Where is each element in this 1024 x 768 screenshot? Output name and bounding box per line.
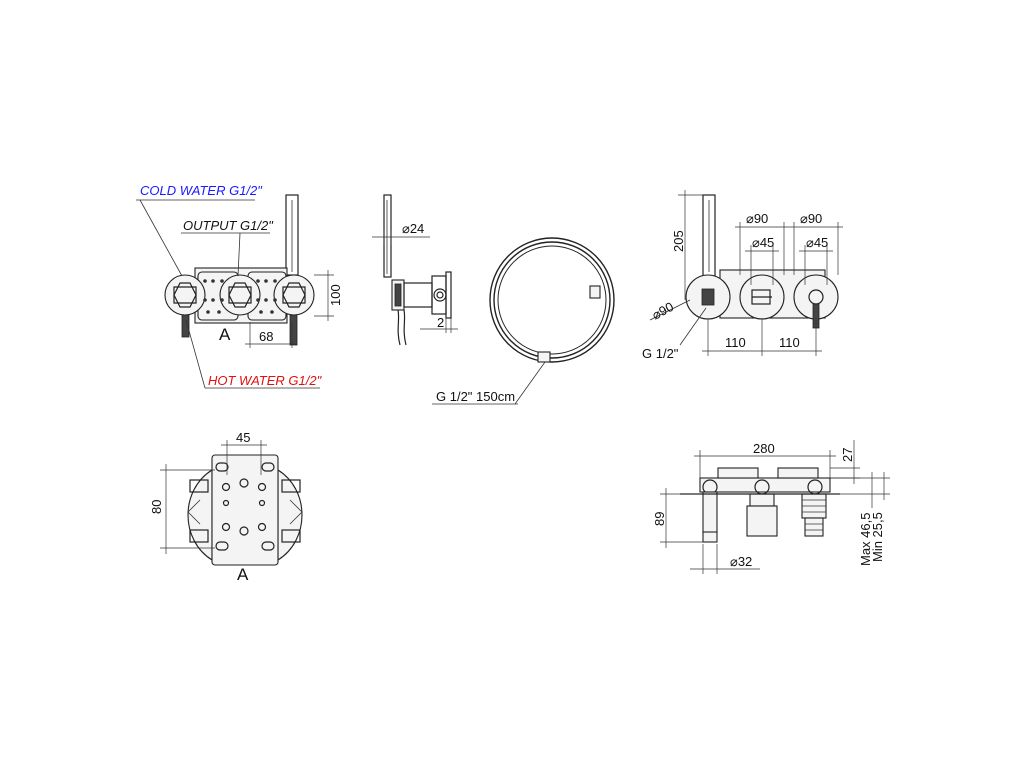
view-front-installation: 100 68 A COLD WATER G1/2" OUTPUT G1/2" H… (136, 183, 343, 389)
dim-handle2-45: ⌀45 (806, 235, 828, 250)
view-hose: G 1/2" 150cm (432, 237, 615, 405)
detail-a-marker: A (219, 325, 231, 344)
detail-a-title: A (237, 565, 249, 584)
dim-thickness-2: 2 (437, 315, 444, 330)
dim-max-depth: Max 46,5 (858, 513, 873, 566)
connection-label: G 1/2" (642, 346, 679, 361)
dim-rosette2-90: ⌀90 (800, 211, 822, 226)
dim-diameter-24: ⌀24 (402, 221, 424, 236)
dim-spacing-68: 68 (259, 329, 273, 344)
dim-min-depth: Min 25,5 (870, 512, 885, 562)
dim-height-100: 100 (328, 284, 343, 306)
dim-detail-height-80: 80 (149, 500, 164, 514)
dim-205: 205 (671, 230, 686, 252)
dim-outlet-90: ⌀90 (649, 299, 676, 323)
dim-spout-32: ⌀32 (730, 554, 752, 569)
cold-water-label: COLD WATER G1/2" (140, 183, 263, 198)
hot-water-label: HOT WATER G1/2" (208, 373, 323, 388)
view-front-dimensions: 205 ⌀90 ⌀90 ⌀45 ⌀45 ⌀90 G 1/2" 110 110 (642, 190, 843, 361)
hose-label: G 1/2" 150cm (436, 389, 515, 404)
view-plan: 280 27 89 ⌀32 Max 46,5 Min 25,5 (652, 440, 890, 574)
dim-spacing-left-110: 110 (725, 335, 746, 350)
view-detail-a: 45 80 A (149, 430, 303, 584)
dim-rosette-90: ⌀90 (746, 211, 768, 226)
output-label: OUTPUT G1/2" (183, 218, 274, 233)
dim-spacing-right-110: 110 (779, 335, 800, 350)
dim-plate-27: 27 (840, 448, 855, 462)
dim-projection-89: 89 (652, 512, 667, 526)
view-side: ⌀24 2 (372, 194, 458, 346)
dim-overall-280: 280 (753, 441, 775, 456)
dim-detail-width-45: 45 (236, 430, 250, 445)
dim-handle-45: ⌀45 (752, 235, 774, 250)
